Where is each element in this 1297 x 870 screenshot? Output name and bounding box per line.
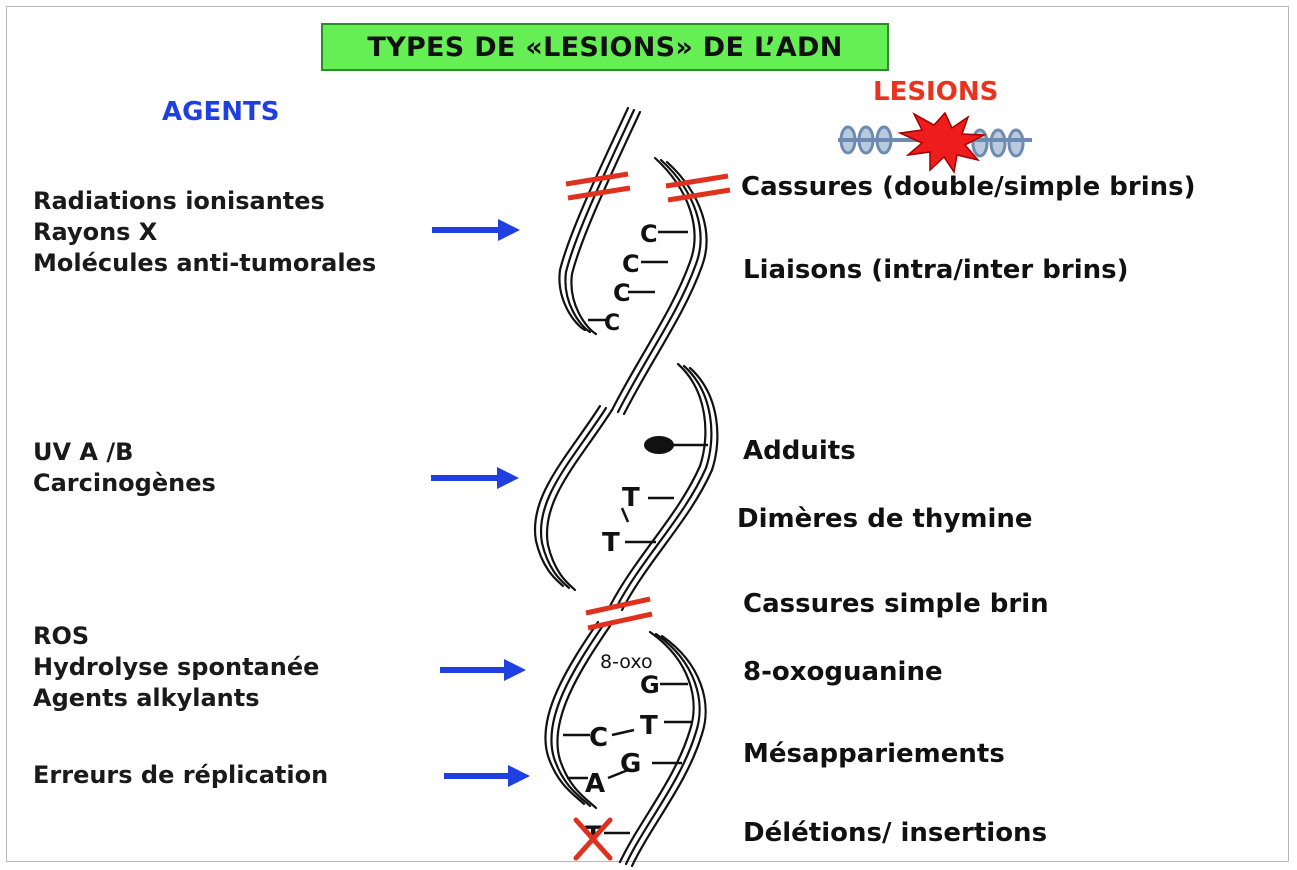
dna-strand <box>535 406 612 590</box>
arrow-right-icon <box>431 219 530 787</box>
oxo-label: 8-oxo <box>600 651 653 673</box>
base-letter: C <box>613 279 631 307</box>
base-letter: C <box>589 723 608 753</box>
base-letter: C <box>640 220 658 248</box>
dna-explosion-icon <box>838 113 1032 172</box>
adduct-blob <box>644 436 674 454</box>
base-letter: T <box>602 528 620 558</box>
base-letter: G <box>620 749 641 779</box>
base-letter: G <box>640 671 660 699</box>
base-letter: C <box>604 311 620 336</box>
base-letter: T <box>640 711 658 741</box>
base-letter: A <box>585 769 605 799</box>
base-letter: C <box>622 250 640 278</box>
base-letter: T <box>622 483 640 513</box>
